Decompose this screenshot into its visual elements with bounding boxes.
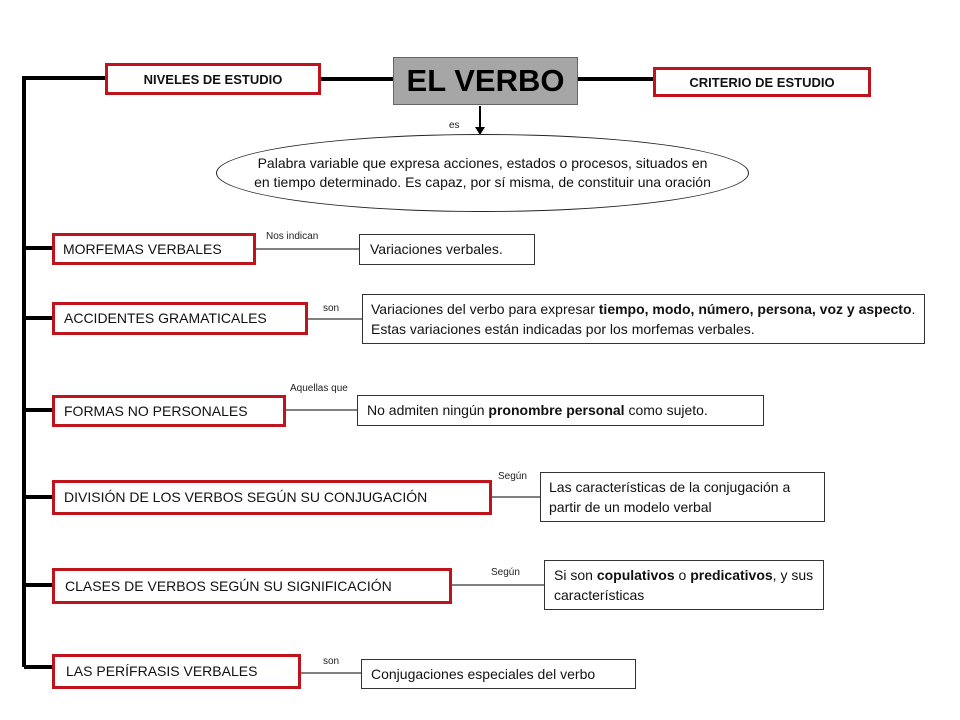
detail-text-segment: , y sus características [554, 567, 814, 603]
niveles-label-box: NIVELES DE ESTUDIO [105, 63, 321, 95]
detail-text-segment: . Estas variaciones están indicadas por … [371, 301, 916, 337]
detail-text-segment: Si son [554, 567, 597, 583]
category-box-accidentes: ACCIDENTES GRAMATICALES [52, 302, 308, 335]
detail-box-clases: Si son copulativos o predicativos, y sus… [544, 560, 824, 610]
connector-label: Según [498, 471, 527, 482]
detail-text: No admiten ningún pronombre personal com… [367, 402, 708, 419]
connector-label: Nos indican [266, 231, 319, 242]
category-box-clases: CLASES DE VERBOS SEGÚN SU SIGNIFICACIÓN [52, 568, 452, 604]
title-box: EL VERBO [393, 57, 578, 105]
page-title: EL VERBO [406, 63, 565, 98]
detail-text: Variaciones verbales. [370, 241, 503, 258]
category-box-morfemas: MORFEMAS VERBALES [52, 233, 256, 265]
detail-bold-text: pronombre personal [488, 402, 625, 418]
detail-box-perifrasis: Conjugaciones especiales del verbo [361, 659, 636, 689]
connector-label: son [323, 303, 340, 314]
detail-text-segment: Variaciones verbales. [370, 241, 503, 257]
detail-bold-text: tiempo, modo, número, persona, voz y asp… [598, 301, 912, 317]
detail-text-segment: Conjugaciones especiales del verbo [371, 665, 596, 682]
detail-text-segment: Las características de la conjugación a … [549, 479, 791, 515]
detail-text: Si son copulativos o predicativos, y sus… [554, 565, 814, 605]
category-label: ACCIDENTES GRAMATICALES [64, 310, 267, 326]
connector-label: Según [491, 567, 520, 578]
detail-text: Variaciones del verbo para expresar tiem… [371, 299, 916, 339]
category-label: CLASES DE VERBOS SEGÚN SU SIGNIFICACIÓN [65, 577, 392, 594]
definition-ellipse: Palabra variable que expresa acciones, e… [216, 134, 749, 212]
category-label: MORFEMAS VERBALES [63, 240, 222, 257]
connector-label: Aquellas que [290, 383, 348, 394]
detail-text: Las características de la conjugación a … [549, 477, 816, 517]
criterio-label: CRITERIO DE ESTUDIO [689, 74, 835, 90]
category-label: LAS PERÍFRASIS VERBALES [66, 663, 258, 679]
category-box-division: DIVISIÓN DE LOS VERBOS SEGÚN SU CONJUGAC… [52, 480, 492, 515]
category-box-formas: FORMAS NO PERSONALES [52, 395, 286, 427]
niveles-label: NIVELES DE ESTUDIO [143, 71, 283, 87]
detail-text-segment: No admiten ningún [367, 402, 489, 418]
detail-bold-text: copulativos [596, 567, 675, 583]
detail-text: Conjugaciones especiales del verbo [371, 666, 595, 683]
detail-box-division: Las características de la conjugación a … [540, 472, 825, 522]
detail-box-morfemas: Variaciones verbales. [359, 234, 535, 265]
detail-box-formas: No admiten ningún pronombre personal com… [357, 395, 764, 426]
category-label: DIVISIÓN DE LOS VERBOS SEGÚN SU CONJUGAC… [64, 489, 428, 505]
detail-text-segment: Variaciones del verbo para expresar [371, 301, 599, 317]
es-arrow-head [475, 127, 485, 135]
detail-text-segment: como sujeto. [624, 402, 708, 418]
detail-bold-text: predicativos [690, 567, 773, 583]
category-box-perifrasis: LAS PERÍFRASIS VERBALES [52, 654, 301, 689]
es-arrow-label: es [449, 120, 460, 131]
connector-label: son [323, 656, 340, 667]
criterio-label-box: CRITERIO DE ESTUDIO [653, 67, 871, 97]
category-label: FORMAS NO PERSONALES [64, 402, 248, 419]
detail-box-accidentes: Variaciones del verbo para expresar tiem… [362, 294, 925, 344]
definition-text: Palabra variable que expresa acciones, e… [254, 155, 711, 190]
detail-text-segment: o [674, 567, 691, 583]
